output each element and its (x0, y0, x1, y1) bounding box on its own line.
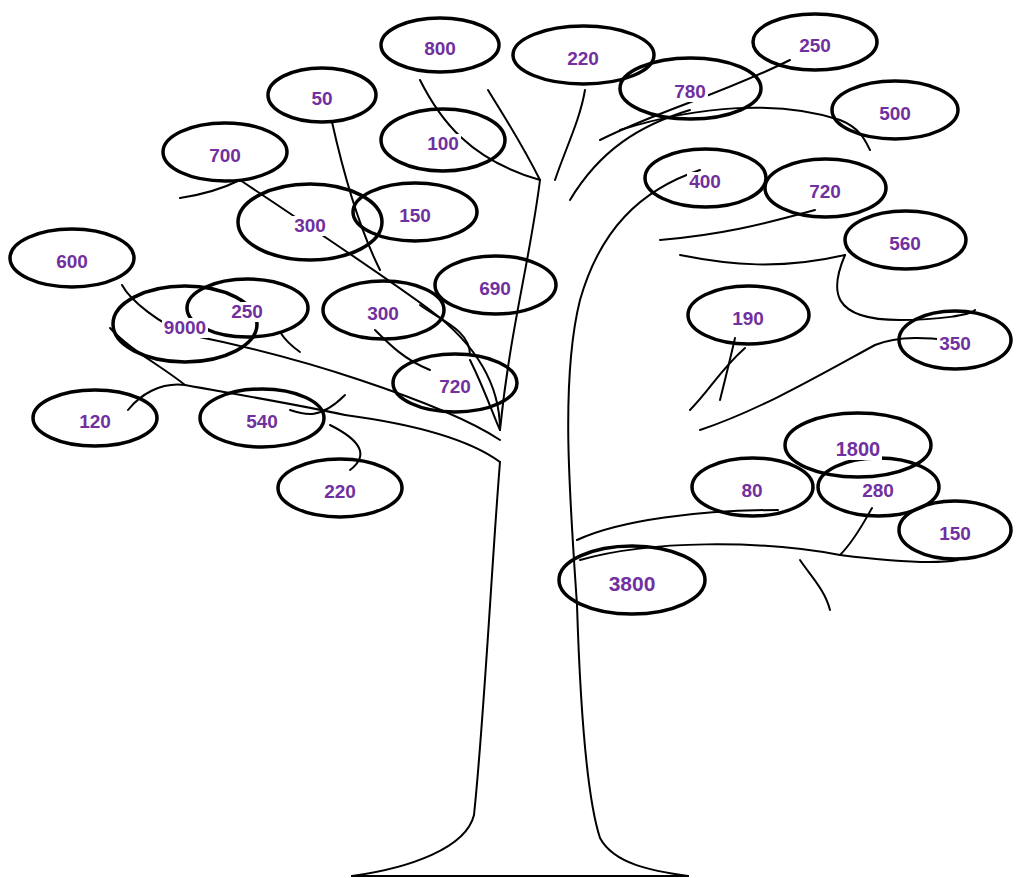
number-ellipse: 80 (690, 456, 815, 518)
number-label: 300 (292, 216, 328, 237)
number-label: 220 (565, 49, 601, 70)
number-label: 250 (229, 302, 265, 323)
number-label: 100 (425, 134, 461, 155)
number-ellipse: 150 (897, 499, 1013, 561)
number-ellipse: 560 (843, 209, 968, 271)
number-ellipse: 300 (236, 182, 384, 262)
number-label: 1800 (834, 438, 883, 460)
number-label: 300 (365, 304, 401, 325)
number-label: 560 (887, 234, 923, 255)
number-ellipse: 1800 (783, 411, 933, 479)
number-ellipse: 9000 (111, 284, 259, 364)
number-label: 720 (437, 377, 473, 398)
number-label: 9000 (162, 318, 208, 339)
number-ellipse: 700 (161, 121, 289, 183)
number-label: 690 (477, 279, 513, 300)
number-label: 700 (207, 146, 243, 167)
number-ellipse: 3800 (557, 544, 707, 616)
number-ellipse: 300 (321, 279, 446, 341)
number-label: 50 (309, 89, 334, 110)
number-label: 250 (797, 36, 833, 57)
number-label: 150 (397, 206, 433, 227)
number-label: 400 (687, 172, 723, 193)
number-ellipse: 720 (763, 157, 888, 219)
number-label: 220 (322, 482, 358, 503)
number-ellipse: 220 (276, 457, 404, 519)
number-ellipse: 540 (198, 387, 326, 449)
number-label: 3800 (607, 572, 658, 595)
number-ellipse: 780 (618, 56, 763, 121)
number-ellipse: 190 (686, 284, 811, 346)
number-label: 540 (244, 412, 280, 433)
number-ellipse: 120 (31, 388, 159, 448)
number-ellipse: 280 (816, 456, 941, 518)
number-label: 150 (937, 524, 973, 545)
number-ellipse: 350 (897, 309, 1013, 371)
number-ellipse: 400 (643, 147, 768, 209)
number-ellipse: 50 (266, 66, 378, 124)
number-ellipse: 600 (8, 227, 136, 289)
number-label: 280 (860, 481, 896, 502)
number-label: 500 (877, 104, 913, 125)
number-label: 600 (54, 252, 90, 273)
number-label: 80 (739, 481, 764, 502)
number-ellipse: 720 (391, 352, 519, 414)
number-ellipse: 500 (830, 79, 960, 141)
number-ellipse: 250 (751, 12, 879, 72)
number-label: 720 (807, 182, 843, 203)
number-ellipse: 100 (379, 107, 507, 173)
number-ellipse: 800 (379, 16, 501, 74)
number-ellipse: 220 (511, 24, 656, 86)
number-label: 350 (937, 334, 973, 355)
number-label: 780 (672, 82, 708, 103)
number-label: 120 (77, 412, 113, 433)
number-ellipse: 690 (433, 254, 558, 316)
number-label: 190 (730, 309, 766, 330)
number-ellipse: 150 (351, 181, 479, 243)
number-label: 800 (422, 39, 458, 60)
